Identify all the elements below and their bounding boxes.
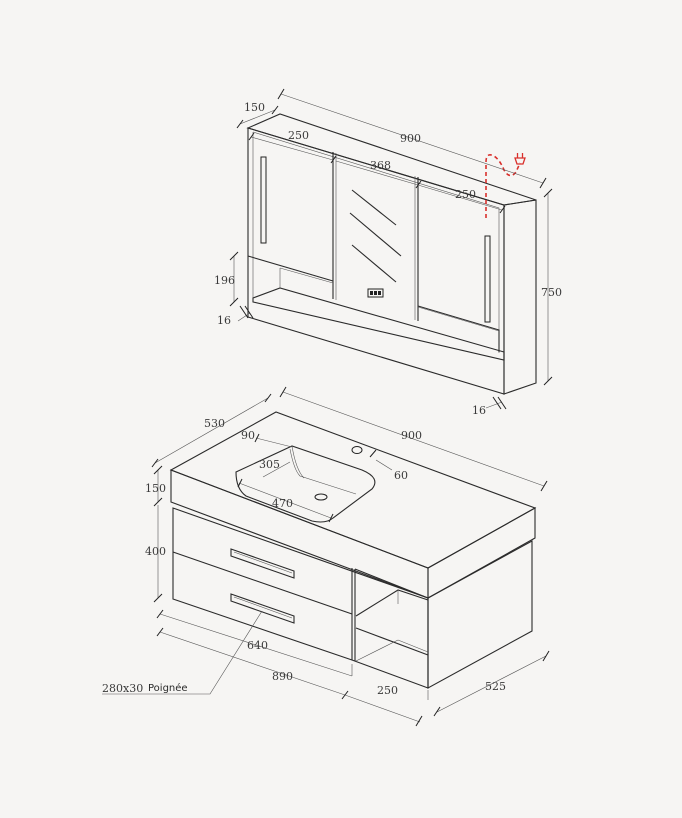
plug-icon bbox=[514, 153, 526, 165]
vanity: 530 900 90 305 60 470 150 400 640 890 25… bbox=[102, 386, 550, 727]
shelf-height-label: 196 bbox=[214, 274, 235, 287]
mirror-reflection bbox=[351, 189, 397, 226]
shelf-width-label: 250 bbox=[377, 684, 398, 697]
right-door-width-label: 250 bbox=[455, 188, 476, 201]
drawer-handle-top bbox=[230, 548, 295, 579]
left-panel-label: 16 bbox=[217, 314, 231, 327]
countertop-front bbox=[170, 469, 429, 599]
bottom-panel-label: 16 bbox=[472, 404, 486, 417]
shelf-top-left bbox=[247, 255, 334, 282]
mirror-cabinet-side bbox=[503, 199, 537, 395]
handle-size-label: 280x30 bbox=[102, 682, 143, 695]
vanity-width-label: 900 bbox=[401, 429, 422, 442]
handle-label: Poignée bbox=[148, 682, 188, 694]
vanity-depth-label: 530 bbox=[204, 417, 225, 430]
drain bbox=[314, 493, 328, 501]
drawer-height-label: 400 bbox=[145, 545, 166, 558]
drawer-divider bbox=[172, 551, 353, 615]
led-strip-left bbox=[260, 156, 267, 244]
faucet-hole bbox=[351, 446, 363, 454]
countertop-top bbox=[169, 411, 537, 569]
faucet-hole-label: 60 bbox=[394, 469, 408, 482]
center-door-width-label: 368 bbox=[370, 159, 391, 172]
basin-width-label: 470 bbox=[272, 497, 293, 510]
mirror-width-label: 900 bbox=[400, 132, 421, 145]
left-door-width-label: 250 bbox=[288, 129, 309, 142]
led-strip-right bbox=[484, 235, 491, 323]
cabinet-side bbox=[427, 540, 533, 689]
handle-leader-line bbox=[102, 610, 263, 695]
countertop-side bbox=[427, 507, 536, 599]
drawer-width-label: 640 bbox=[247, 639, 268, 652]
cabinet-front bbox=[172, 507, 429, 689]
mirror-height-label: 750 bbox=[541, 286, 562, 299]
top-thickness-label: 150 bbox=[145, 482, 166, 495]
cabinet-depth-label: 525 bbox=[485, 680, 506, 693]
open-shelf bbox=[252, 287, 505, 361]
mirror-depth-label: 150 bbox=[244, 101, 265, 114]
cabinet-width-label: 890 bbox=[272, 670, 293, 683]
basin-offset-label: 90 bbox=[241, 429, 255, 442]
mirror-cabinet-top bbox=[246, 113, 537, 206]
sink-basin bbox=[235, 445, 376, 523]
basin-depth-label: 305 bbox=[259, 458, 280, 471]
mirror-cabinet: 150 900 250 368 250 750 196 16 16 bbox=[214, 88, 562, 417]
light-switch bbox=[367, 288, 384, 298]
drawer-handle-bottom bbox=[230, 593, 295, 624]
mirror-dimension-lines bbox=[229, 88, 553, 410]
vanity-dimension-lines bbox=[151, 386, 550, 727]
